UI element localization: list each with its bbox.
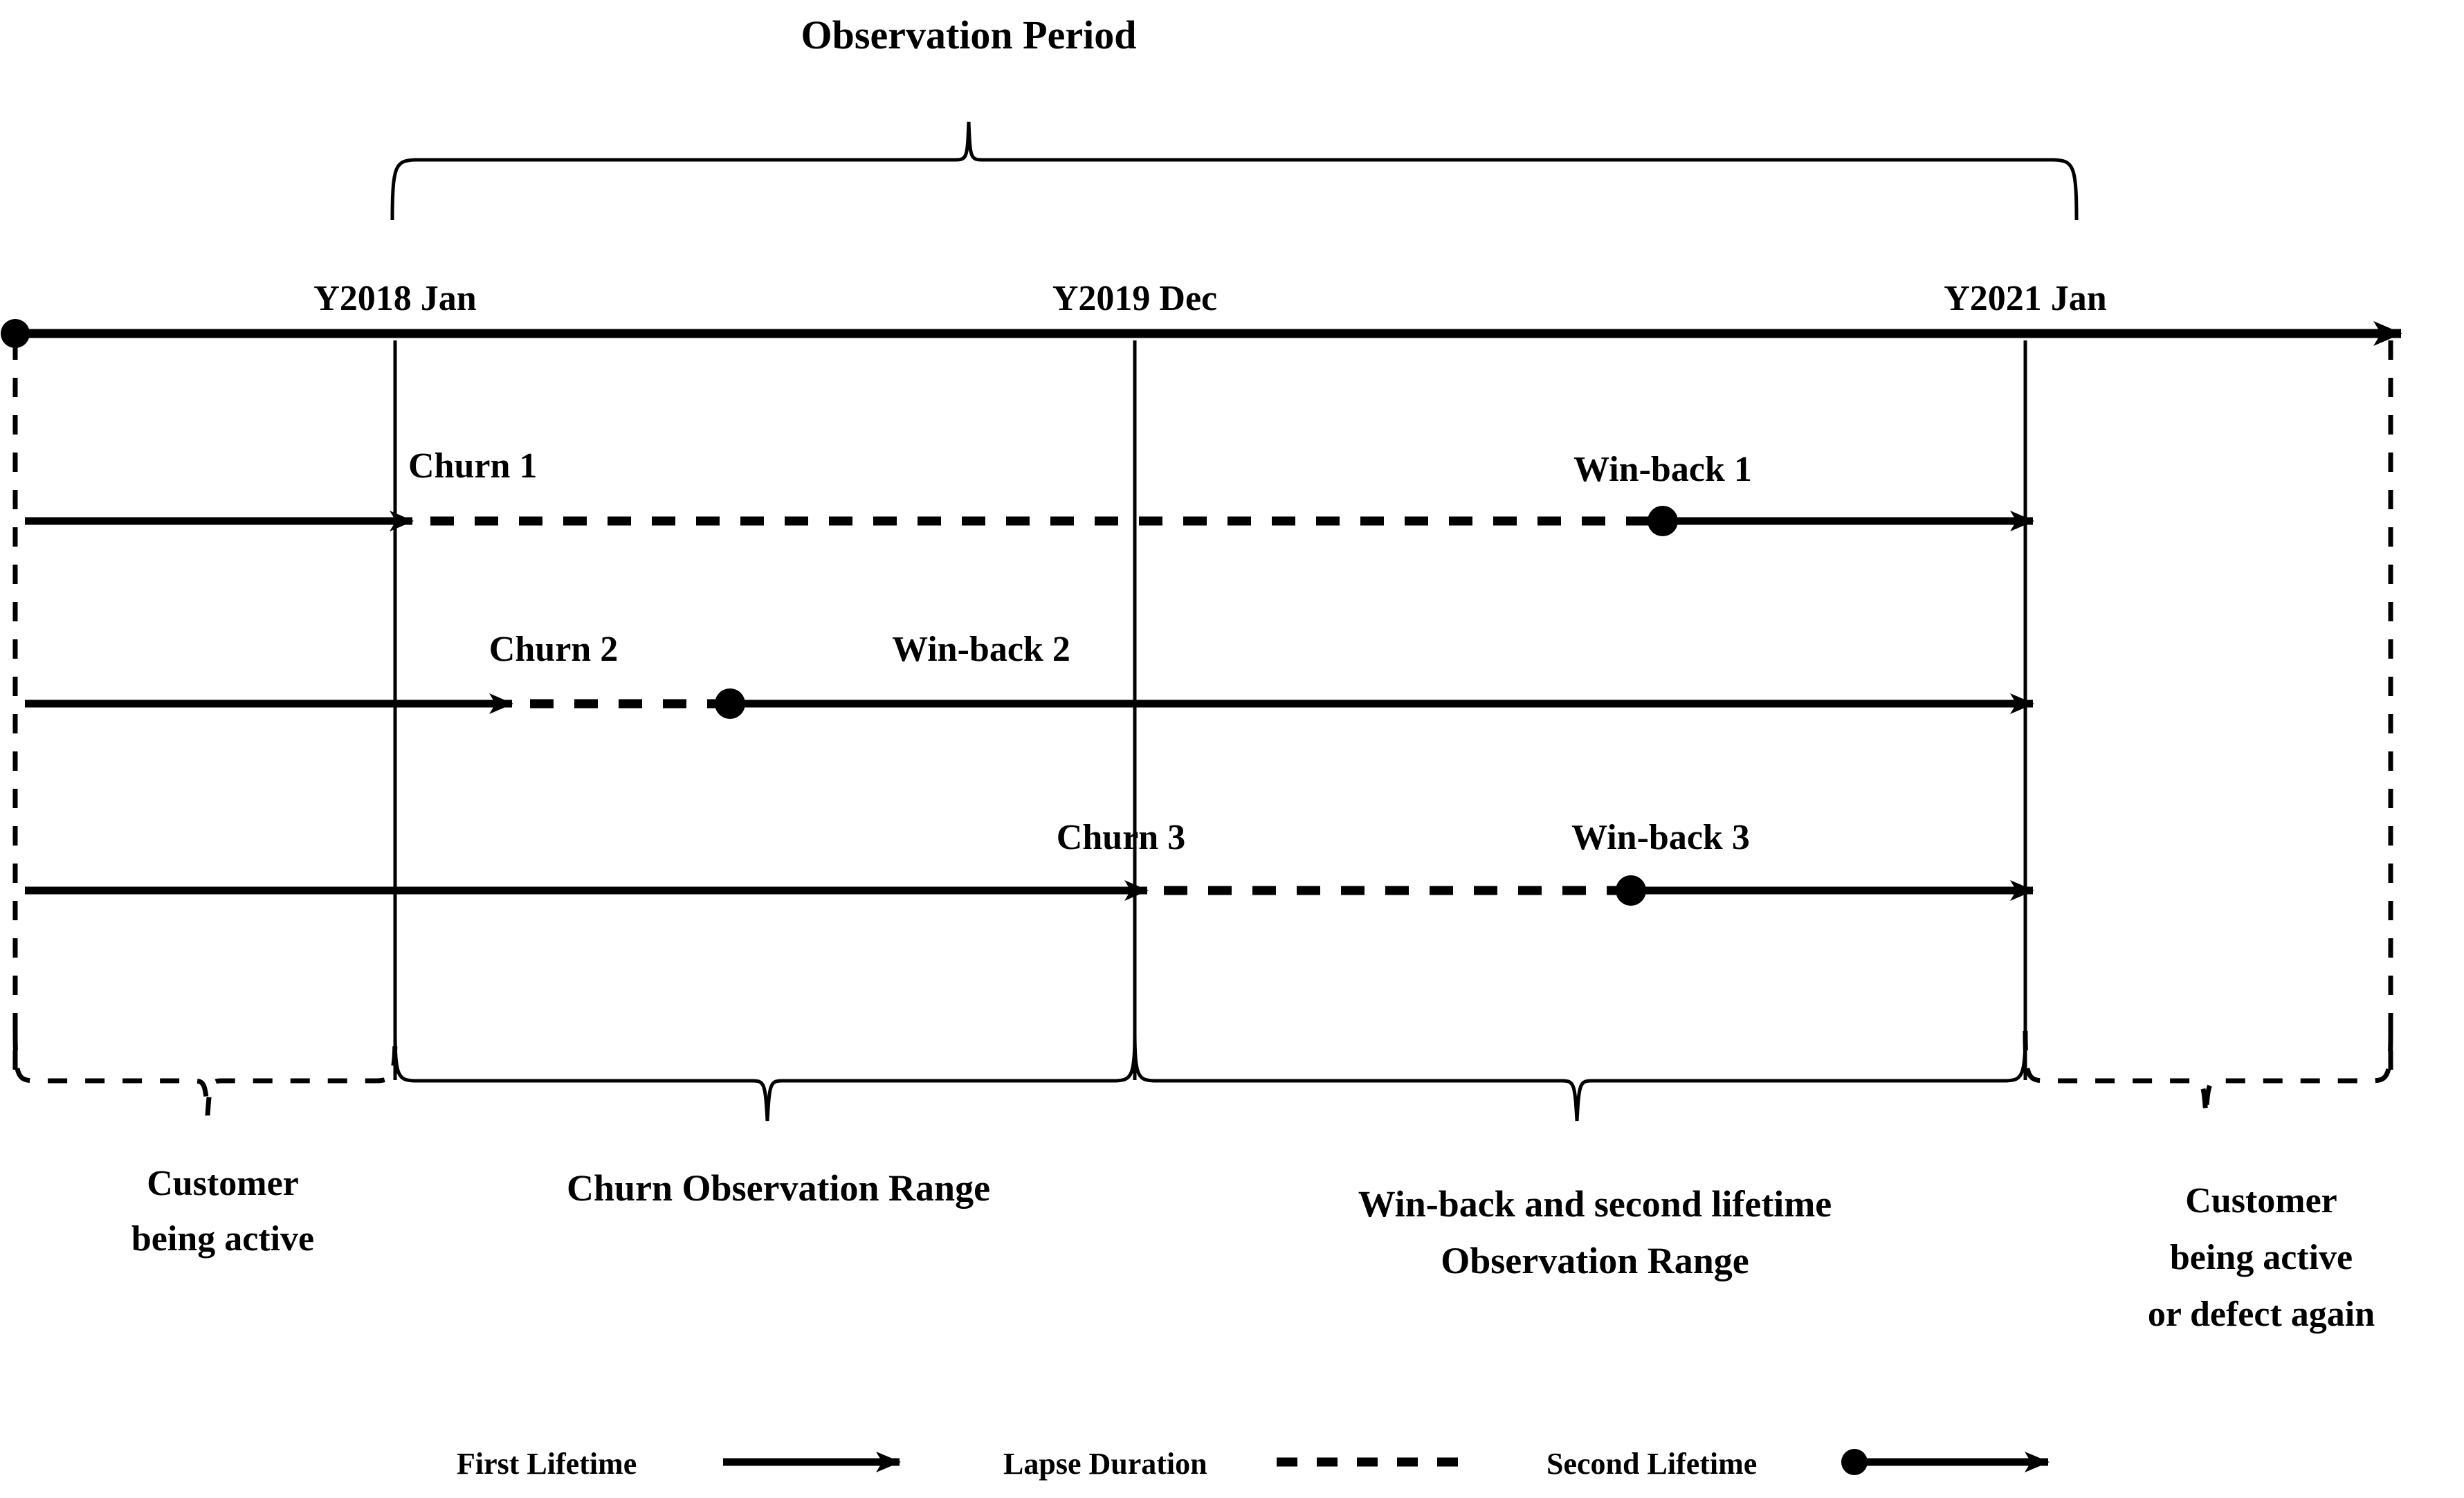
milestone-label-start: Y2018 Jan <box>313 279 477 318</box>
winback-range-brace <box>1133 1030 2027 1122</box>
legend-label-second-lifetime: Second Lifetime <box>1546 1447 1757 1481</box>
right-note-line-3: or defect again <box>2148 1295 2375 1334</box>
customer-row-3: Churn 3 Win-back 3 <box>25 818 2034 906</box>
milestone-label-mid: Y2019 Dec <box>1052 279 1217 318</box>
churn-label-3: Churn 3 <box>1057 818 1185 857</box>
winback-label-1: Win-back 1 <box>1573 450 1752 489</box>
customer-row-1: Churn 1 Win-back 1 <box>25 446 2034 536</box>
winback-range-label-line-2: Observation Range <box>1441 1240 1749 1281</box>
page-title: Observation Period <box>801 12 1137 57</box>
right-active-brace <box>2023 1030 2393 1116</box>
winback-range-label-line-1: Win-back and second lifetime <box>1358 1183 1832 1225</box>
legend-label-first-lifetime: First Lifetime <box>457 1447 637 1481</box>
legend-label-lapse-duration: Lapse Duration <box>1003 1447 1207 1481</box>
right-note-line-1: Customer <box>2185 1181 2337 1221</box>
time-axis <box>1 319 2402 348</box>
churn-range-brace <box>393 1030 1137 1122</box>
legend: First Lifetime Lapse Duration Second Lif… <box>457 1447 2050 1481</box>
customer-row-2: Churn 2 Win-back 2 <box>25 630 2034 719</box>
churn-label-1: Churn 1 <box>408 446 537 486</box>
legend-item-second-lifetime: Second Lifetime <box>1546 1447 2050 1481</box>
left-note-line-1: Customer <box>147 1164 299 1203</box>
left-note-line-2: being active <box>131 1219 314 1259</box>
winback-label-3: Win-back 3 <box>1571 818 1750 857</box>
winback-label-2: Win-back 2 <box>892 630 1070 669</box>
churn-label-2: Churn 2 <box>489 630 618 669</box>
right-note-line-2: being active <box>2170 1238 2353 1277</box>
churn-range-label: Churn Observation Range <box>567 1167 990 1209</box>
legend-item-lapse-duration: Lapse Duration <box>1003 1447 1460 1481</box>
observation-period-brace <box>390 121 2079 221</box>
legend-item-first-lifetime: First Lifetime <box>457 1447 901 1481</box>
milestone-label-end: Y2021 Jan <box>1944 279 2107 318</box>
left-active-brace <box>12 1030 398 1116</box>
